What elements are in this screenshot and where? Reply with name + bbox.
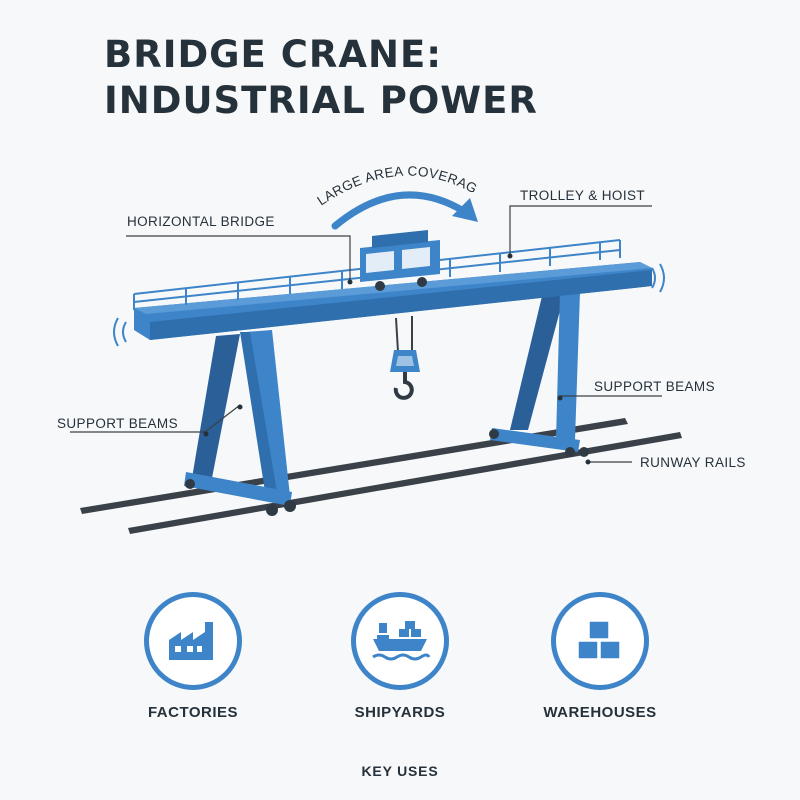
support-beams-left (184, 330, 296, 516)
key-use-label: SHIPYARDS (354, 704, 446, 721)
label-support-beams-right: SUPPORT BEAMS (594, 379, 715, 394)
horizontal-bridge (133, 239, 652, 340)
leader-lines (70, 205, 662, 463)
key-use-label: FACTORIES (147, 704, 239, 721)
key-use-shipyards: SHIPYARDS (300, 592, 500, 721)
trolley (360, 230, 440, 291)
key-use-warehouses: WAREHOUSES (500, 592, 700, 721)
factory-icon-circle (144, 592, 242, 690)
key-use-label: WAREHOUSES (543, 704, 657, 721)
factory-icon (169, 622, 213, 660)
vibration-marks (113, 263, 665, 347)
ship-icon (372, 621, 431, 661)
label-support-beams-left: SUPPORT BEAMS (57, 416, 178, 431)
ship-icon-circle (351, 592, 449, 690)
boxes-icon (577, 620, 621, 660)
title-line-2: INDUSTRIAL POWER (104, 79, 538, 122)
label-runway-rails: RUNWAY RAILS (640, 455, 746, 470)
coverage-arrow: LARGE AREA COVERAGE (0, 0, 480, 230)
page-title: BRIDGE CRANE: INDUSTRIAL POWER (104, 32, 538, 124)
label-trolley-hoist: TROLLEY & HOIST (520, 188, 645, 203)
hoist-hook (390, 316, 420, 400)
label-horizontal-bridge: HORIZONTAL BRIDGE (127, 214, 275, 229)
key-use-factories: FACTORIES (93, 592, 293, 721)
key-uses-heading: KEY USES (361, 763, 439, 779)
support-beams-right (489, 292, 589, 457)
label-coverage: LARGE AREA COVERAGE (0, 0, 480, 208)
leader-dots (203, 253, 591, 465)
boxes-icon-circle (551, 592, 649, 690)
runway-rails (80, 418, 682, 534)
title-line-1: BRIDGE CRANE: (104, 33, 443, 76)
